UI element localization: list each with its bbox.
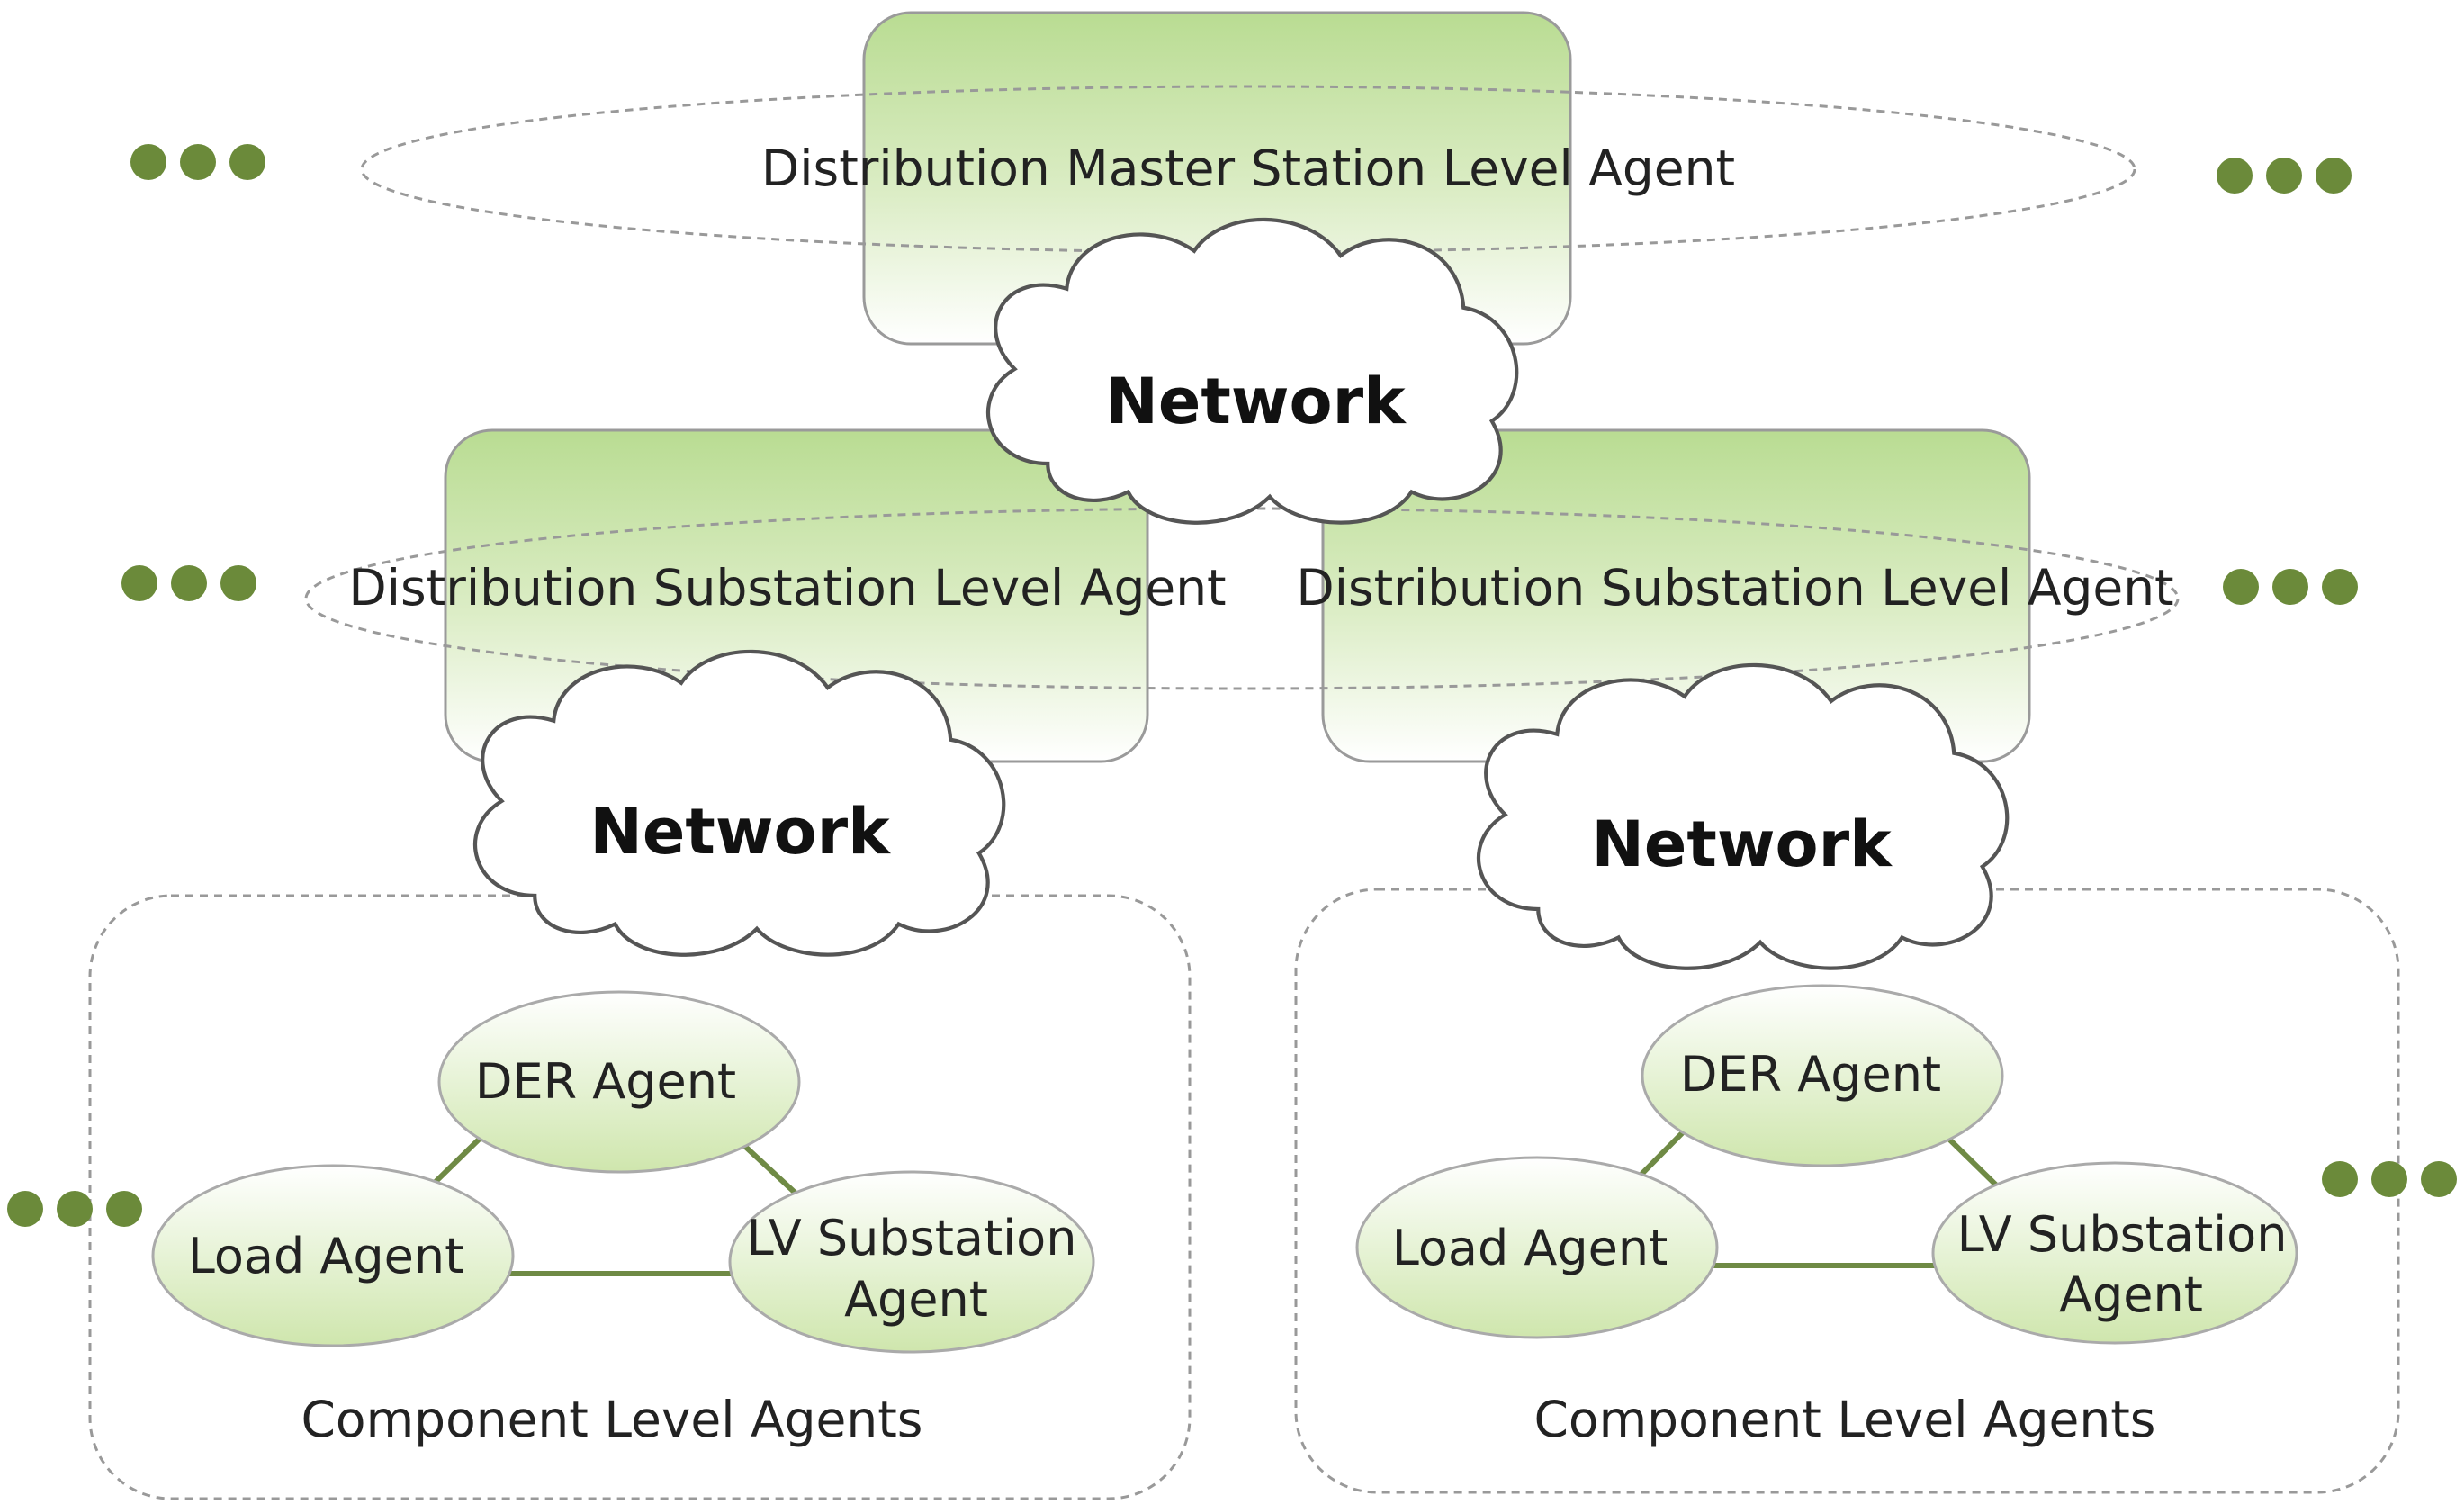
ellipsis-dots-master-right — [2217, 158, 2352, 194]
ellipsis-dots-substation-left — [121, 565, 256, 601]
substation-level-ring — [304, 507, 2180, 690]
network-cloud-left: Network — [475, 652, 1003, 955]
svg-text:Load Agent: Load Agent — [188, 1228, 464, 1284]
svg-text:Load Agent: Load Agent — [1392, 1220, 1668, 1276]
substation-agent-label-left: Distribution Substation Level Agent — [348, 559, 1226, 617]
lv-substation-agent-left: LV Substation Agent — [728, 1170, 1095, 1354]
svg-text:LV Substation: LV Substation — [1957, 1206, 2288, 1263]
load-agent-left: Load Agent — [151, 1164, 515, 1347]
network-cloud-top: Network — [988, 220, 1516, 523]
svg-text:DER Agent: DER Agent — [475, 1053, 736, 1110]
svg-text:DER Agent: DER Agent — [1680, 1046, 1941, 1103]
load-agent-right: Load Agent — [1355, 1156, 1719, 1339]
ellipsis-dots-component-right — [2322, 1161, 2457, 1197]
component-group-caption-right: Component Level Agents — [1534, 1391, 2156, 1448]
ellipsis-dots-master-left — [130, 144, 265, 180]
svg-text:Network: Network — [589, 795, 891, 869]
der-agent-left: DER Agent — [437, 990, 801, 1174]
svg-text:Network: Network — [1591, 807, 1893, 881]
svg-text:Network: Network — [1105, 365, 1407, 438]
component-group-caption-left: Component Level Agents — [301, 1391, 923, 1448]
der-agent-right: DER Agent — [1641, 984, 2004, 1167]
substation-agent-label-right: Distribution Substation Level Agent — [1296, 559, 2173, 617]
lv-substation-agent-right: LV Substation Agent — [1931, 1161, 2298, 1345]
master-agent-label: Distribution Master Station Level Agent — [761, 140, 1735, 197]
ellipsis-dots-substation-right — [2223, 569, 2358, 605]
svg-text:Agent: Agent — [2059, 1266, 2203, 1323]
ellipsis-dots-component-left — [7, 1191, 142, 1227]
svg-text:Agent: Agent — [844, 1271, 988, 1328]
svg-text:LV Substation: LV Substation — [747, 1210, 1077, 1266]
network-cloud-right: Network — [1479, 665, 2007, 969]
